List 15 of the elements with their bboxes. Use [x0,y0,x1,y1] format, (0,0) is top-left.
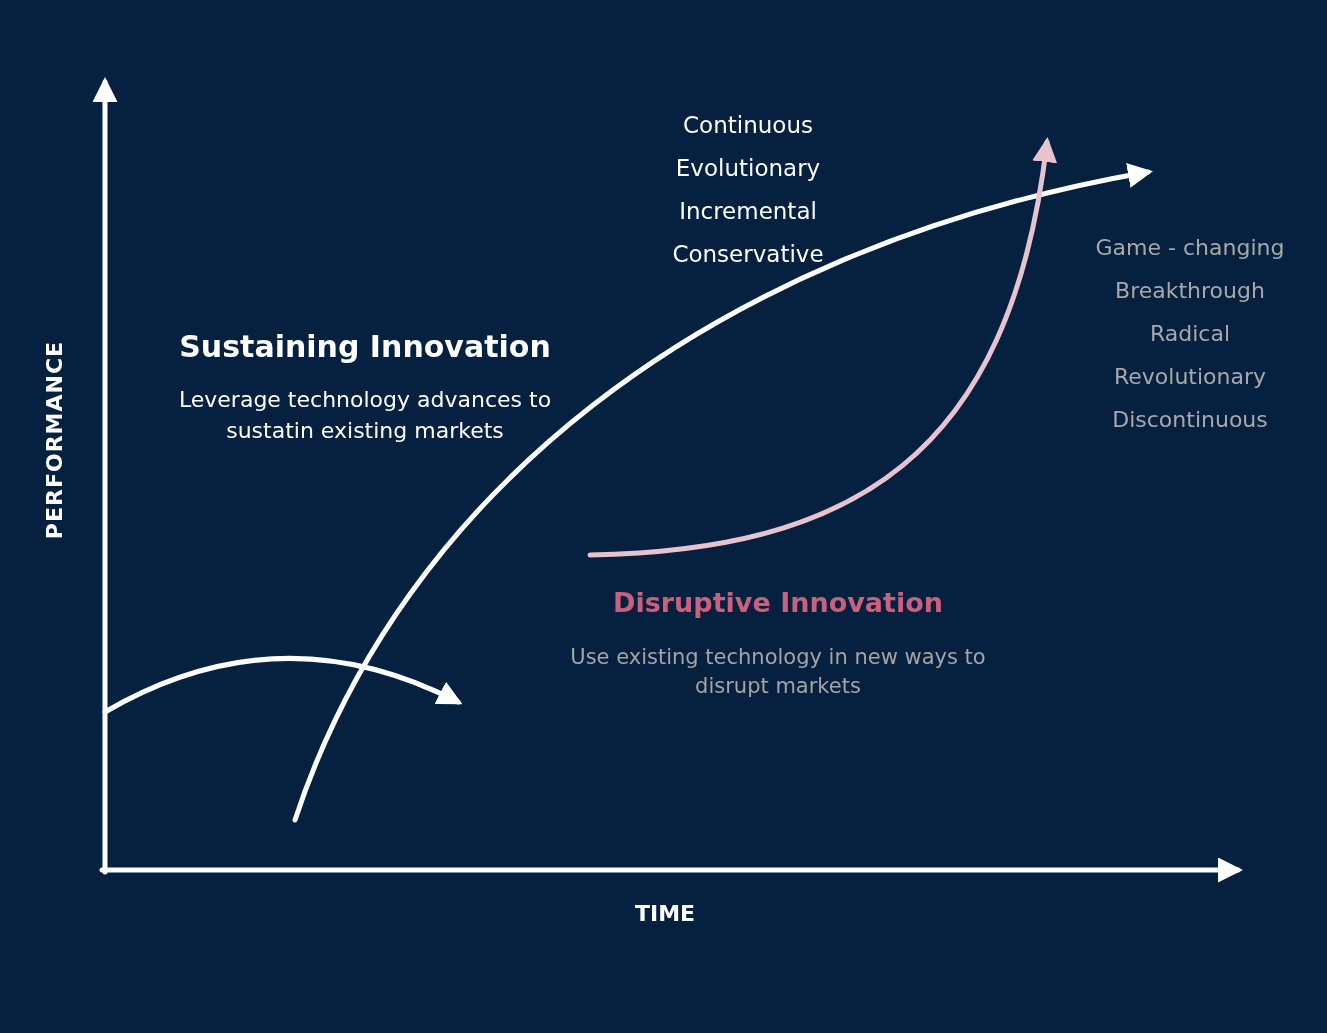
list-item: Breakthrough [1115,276,1265,305]
list-item: Incremental [679,196,817,226]
heading: Sustaining Innovation [179,328,551,366]
list-item: Conservative [672,239,824,269]
description: Use existing technology in new ways to disrupt markets [569,643,987,700]
list-item: Revolutionary [1113,362,1267,391]
list-item: Continuous [683,110,813,140]
axis-label: TIME [634,899,696,928]
list-item: Discontinuous [1112,405,1268,434]
description: Leverage technology advances to sustatin existing markets [177,386,553,445]
list-item: Radical [1149,319,1231,348]
heading: Disruptive Innovation [613,586,943,621]
list-item: Evolutionary [675,153,821,183]
list-item: Game - changing [1095,233,1285,262]
axis-label: PERFORMANCE [40,340,68,540]
